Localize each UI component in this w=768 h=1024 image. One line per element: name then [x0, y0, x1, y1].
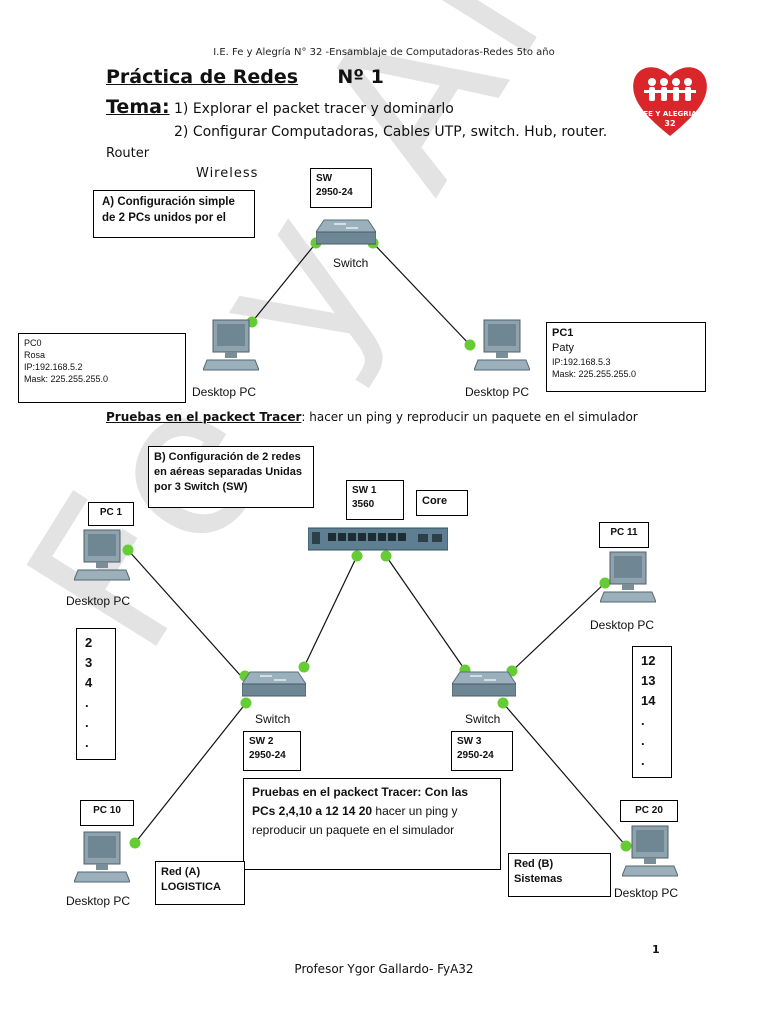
- pc1-ip: IP:192.168.5.3: [552, 356, 611, 367]
- switch-sw-name: SW: [316, 173, 333, 184]
- link-sw3-pc11: [511, 582, 606, 672]
- page-title: Práctica de Redes Nº 1: [106, 66, 384, 88]
- link-sw2-sw1: [303, 555, 358, 668]
- core-switch-icon: [307, 524, 449, 552]
- switch-icon: [451, 664, 517, 704]
- list-item: 3: [85, 655, 93, 670]
- red-a-area: LOGISTICA: [161, 880, 221, 893]
- list-item: 14: [641, 693, 656, 708]
- red-b-name: Red (B): [514, 858, 554, 870]
- switch-icon: [315, 212, 377, 252]
- pc1b-device-label: Desktop PC: [66, 594, 131, 608]
- pc-icon: [473, 318, 531, 372]
- pc20-device-label: Desktop PC: [614, 886, 679, 900]
- list-item: 12: [641, 653, 656, 668]
- page-footer: Profesor Ygor Gallardo- FyA32: [294, 962, 474, 976]
- tema-item-1: 1) Explorar el packet tracer y dominarlo: [174, 101, 454, 117]
- pc11-device-label: Desktop PC: [590, 618, 655, 632]
- link-sw1-sw3: [385, 555, 466, 671]
- pc1b-box: PC 1: [88, 502, 134, 526]
- page-header: I.E. Fe y Alegría N° 32 -Ensamblaje de C…: [213, 47, 555, 58]
- switch-sw-model: 2950-24: [316, 186, 353, 198]
- red-a-name: Red (A): [161, 866, 201, 878]
- pc0-ip: IP:192.168.5.2: [24, 362, 83, 373]
- sw1-box: SW 1 3560: [346, 480, 404, 520]
- link-pc1-sw2: [127, 549, 241, 676]
- sw3-name: SW 3: [457, 736, 482, 747]
- list-item: 2: [85, 635, 93, 650]
- link-sw3-pc20: [502, 702, 627, 847]
- pc1-info-box: PC1 Paty IP:192.168.5.3 Mask: 225.255.25…: [546, 322, 706, 392]
- pc10-box: PC 10: [80, 800, 134, 826]
- link-sw-pc1: [372, 242, 471, 346]
- list-item: .: [641, 733, 645, 748]
- switch-label: Switch: [333, 256, 369, 270]
- list-item: .: [85, 735, 89, 750]
- tema-router: Router: [106, 146, 150, 161]
- link-sw2-pc10: [134, 702, 247, 844]
- list-item: .: [85, 715, 89, 730]
- pc-list-left: 2 3 4 . . .: [76, 628, 116, 760]
- link-sw-pc0: [251, 242, 317, 323]
- pc11-box: PC 11: [599, 522, 649, 548]
- pc0-device-label: Desktop PC: [192, 385, 257, 399]
- red-b-area: Sistemas: [514, 872, 563, 885]
- title-text: Práctica de Redes: [106, 66, 299, 88]
- sw3-label: Switch: [465, 712, 501, 726]
- pc0-mask: Mask: 225.255.255.0: [24, 374, 109, 385]
- pc0-info-box: PC0 Rosa IP:192.168.5.2 Mask: 225.255.25…: [18, 333, 186, 403]
- list-item: .: [641, 753, 645, 768]
- tema-label: Tema:: [106, 96, 170, 118]
- sw2-box: SW 2 2950-24: [243, 731, 301, 771]
- pc10-device-label: Desktop PC: [66, 894, 131, 908]
- sw2-model: 2950-24: [249, 749, 286, 761]
- core-box: Core: [416, 490, 468, 516]
- list-item: .: [641, 713, 645, 728]
- tema-line: Tema: 1) Explorar el packet tracer y dom…: [106, 96, 454, 118]
- section-a-tests-text: : hacer un ping y reproducir un paquete …: [301, 410, 638, 424]
- section-a-tests-label: Pruebas en el packect Tracer: [106, 410, 302, 424]
- pc-icon: [73, 830, 131, 884]
- sw2-name: SW 2: [249, 736, 274, 747]
- list-item: .: [85, 695, 89, 710]
- pc-list-right: 12 13 14 . . .: [632, 646, 672, 778]
- tema-item-2: 2) Configurar Computadoras, Cables UTP, …: [174, 124, 608, 140]
- switch-sw-box: SW 2950-24: [310, 168, 372, 208]
- pc-icon: [621, 824, 679, 878]
- title-number: Nº 1: [337, 66, 384, 88]
- page-number: 1: [652, 943, 660, 956]
- red-a-box: Red (A) LOGISTICA: [155, 861, 245, 905]
- pc0-user: Rosa: [24, 350, 46, 361]
- sw3-box: SW 3 2950-24: [451, 731, 513, 771]
- red-b-box: Red (B) Sistemas: [508, 853, 611, 897]
- switch-icon: [241, 664, 307, 704]
- pc-icon: [73, 528, 131, 582]
- pc1-name: PC1: [552, 327, 574, 339]
- sw1-model: 3560: [352, 498, 375, 510]
- pc0-name: PC0: [24, 338, 42, 348]
- section-b-tests-text: hacer un ping y reproducir un paquete en…: [252, 804, 458, 838]
- sw2-label: Switch: [255, 712, 291, 726]
- sw3-model: 2950-24: [457, 749, 494, 761]
- tema-wireless: Wireless: [196, 166, 259, 181]
- sw1-name: SW 1: [352, 485, 377, 496]
- logo-number: 32: [664, 119, 676, 128]
- pc-icon: [599, 550, 657, 604]
- section-b-title: B) Configuración de 2 redes en aéreas se…: [148, 446, 314, 508]
- pc1-mask: Mask: 225.255.255.0: [552, 368, 637, 379]
- pc1-device-label: Desktop PC: [465, 385, 530, 399]
- section-a-tests: Pruebas en el packect Tracer: hacer un p…: [106, 410, 638, 424]
- logo-text: FE Y ALEGRIA: [643, 110, 697, 118]
- section-b-tests: Pruebas en el packect Tracer: Con las PC…: [243, 778, 501, 870]
- school-logo: FE Y ALEGRIA 32: [630, 60, 710, 140]
- section-b-tests-label: Pruebas en el packect Tracer: Con las PC…: [252, 785, 469, 819]
- list-item: 4: [85, 675, 93, 690]
- section-a-title: A) Configuración simple de 2 PCs unidos …: [93, 190, 255, 238]
- pc-icon: [202, 318, 260, 372]
- pc1-user: Paty: [552, 341, 575, 354]
- list-item: 13: [641, 673, 656, 688]
- pc20-box: PC 20: [620, 800, 678, 822]
